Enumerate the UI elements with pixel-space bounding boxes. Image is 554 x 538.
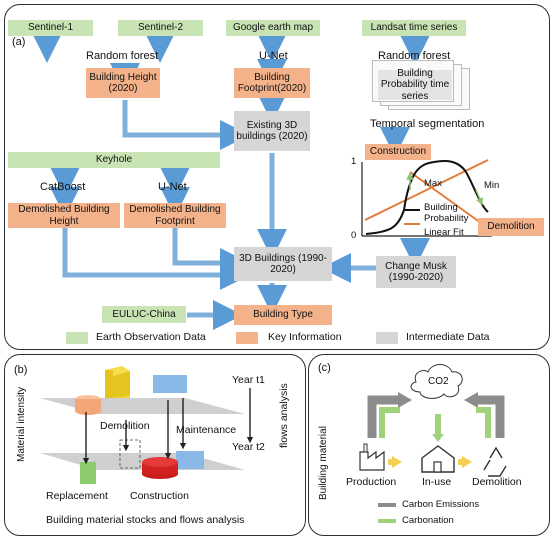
- legend-key-label: Key Information: [268, 331, 342, 343]
- label-year-t2: Year t2: [232, 441, 265, 453]
- label-inuse: In-use: [422, 476, 452, 488]
- label-demolition-c: Demolition: [472, 476, 522, 488]
- legend-inter-label: Intermediate Data: [406, 331, 490, 343]
- label-co2: CO2: [428, 376, 449, 387]
- method-random-forest-1: Random forest: [86, 50, 159, 62]
- box-change-musk: Change Musk (1990-2020): [376, 256, 456, 288]
- legend-swatch-inter: [376, 332, 398, 344]
- chart-max-label: Max: [424, 178, 442, 189]
- chart-y-bottom: 0: [351, 230, 357, 241]
- box-construction: Construction: [365, 144, 431, 160]
- box-probability-time-series: Building Probability time series: [378, 68, 452, 102]
- method-unet-1: U-Net: [259, 50, 288, 62]
- method-random-forest-2: Random forest: [378, 50, 451, 62]
- label-demolition-b: Demolition: [100, 420, 150, 432]
- chart-min-label: Min: [484, 180, 500, 191]
- source-sentinel2: Sentinel-2: [118, 20, 203, 36]
- panel-a-tag: (a): [12, 36, 26, 48]
- source-landsat: Landsat time series: [362, 20, 466, 36]
- label-production: Production: [346, 476, 397, 488]
- label-construction-b: Construction: [130, 490, 189, 502]
- source-euluc: EULUC-China: [102, 306, 186, 323]
- chart-legend-fit: Linear Fit: [424, 227, 464, 238]
- box-3d-buildings: 3D Buildings (1990-2020): [234, 247, 332, 281]
- panel-b-tag: (b): [14, 364, 28, 376]
- chart-legend-probability: Building Probability: [424, 202, 484, 225]
- method-temporal-segmentation: Temporal segmentation: [370, 118, 485, 130]
- label-maintenance: Maintenance: [176, 424, 237, 436]
- source-keyhole: Keyhole: [8, 152, 220, 168]
- box-building-footprint: Building Footprint(2020): [234, 68, 310, 98]
- box-existing-3d: Existing 3D buildings (2020): [234, 111, 310, 151]
- legend-carbonation: Carbonation: [402, 515, 454, 526]
- chart-y-top: 1: [351, 156, 357, 167]
- method-unet-2: U-Net: [158, 181, 187, 193]
- label-year-t1: Year t1: [232, 374, 265, 386]
- panel-c-tag: (c): [318, 362, 331, 374]
- chart-legend-probability-text: Building Probability: [424, 202, 469, 224]
- method-catboost: CatBoost: [40, 181, 86, 193]
- box-building-height: Building Height (2020): [86, 68, 160, 98]
- legend-swatch-key: [236, 332, 258, 344]
- legend-swatch-eo: [66, 332, 88, 344]
- legend-eo-label: Earth Observation Data: [96, 331, 206, 343]
- label-building-material: Building material: [318, 426, 329, 500]
- panel-b-caption: Building material stocks and flows analy…: [46, 514, 245, 526]
- box-building-type: Building Type: [234, 305, 332, 325]
- box-demolition: Demolition: [478, 218, 544, 236]
- source-sentinel1: Sentinel-1: [8, 20, 93, 36]
- label-replacement: Replacement: [46, 490, 108, 502]
- source-google: Google earth map: [226, 20, 320, 36]
- box-demolished-height: Demolished Building Height: [8, 203, 120, 228]
- legend-carbon-emissions: Carbon Emissions: [402, 499, 480, 510]
- box-demolished-footprint: Demolished Building Footprint: [124, 203, 226, 228]
